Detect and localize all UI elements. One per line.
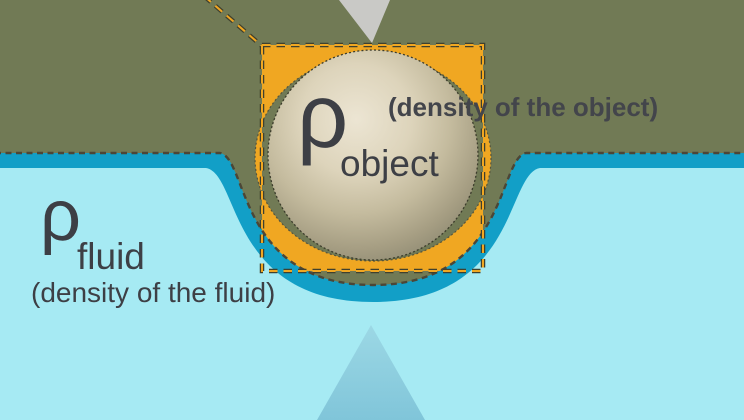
fluid-body <box>0 168 744 420</box>
square-outline <box>261 44 484 272</box>
fluid-density-note: (density of the fluid) <box>31 277 276 308</box>
fluid-density-subscript: fluid <box>77 236 145 277</box>
leader-line <box>207 0 264 48</box>
waterline-dashed-line <box>0 151 744 287</box>
object-density-subscript: object <box>340 143 439 184</box>
down-arrow-icon <box>339 0 390 43</box>
fluid-density-symbol: ρ <box>40 176 81 256</box>
object-sphere <box>267 49 479 261</box>
displaced-volume-square <box>255 45 492 271</box>
object-density-note: (density of the object) <box>388 92 659 122</box>
up-arrow-icon <box>317 325 425 420</box>
object-density-symbol: ρ <box>297 67 349 167</box>
